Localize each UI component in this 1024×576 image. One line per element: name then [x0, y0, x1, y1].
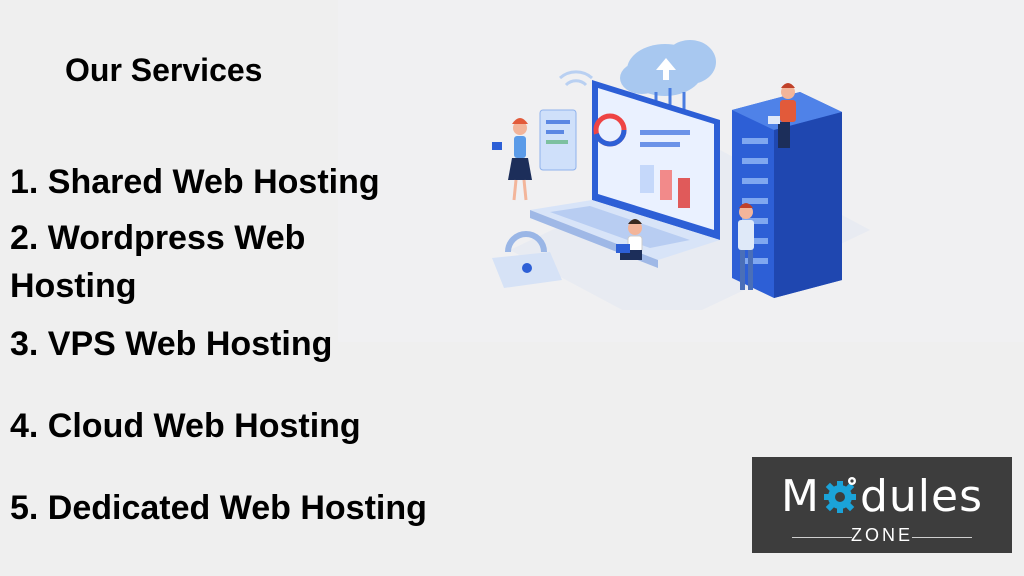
- person-figure: [616, 219, 643, 260]
- service-item-shared: 1. Shared Web Hosting: [10, 163, 380, 201]
- gear-icon: [823, 477, 856, 513]
- logo-divider: [912, 537, 972, 538]
- service-item-vps: 3. VPS Web Hosting: [10, 325, 333, 363]
- hosting-illustration: [492, 40, 870, 310]
- service-item-cloud: 4. Cloud Web Hosting: [10, 407, 361, 445]
- server-rack-icon: [732, 92, 842, 298]
- person-figure: [768, 83, 796, 148]
- padlock-icon: [492, 231, 562, 288]
- modules-zone-logo: M dules ZONE: [752, 457, 1012, 553]
- logo-divider: [792, 537, 852, 538]
- logo-subtitle: ZONE: [850, 525, 913, 545]
- service-item-dedicated: 5. Dedicated Web Hosting: [10, 489, 427, 527]
- person-figure: [492, 118, 532, 201]
- service-item-wordpress: 2. Wordpress Web Hosting: [10, 219, 306, 305]
- logo-wordmark: M dules: [780, 471, 983, 522]
- page-title: Our Services: [65, 52, 263, 88]
- person-figure: [738, 203, 754, 290]
